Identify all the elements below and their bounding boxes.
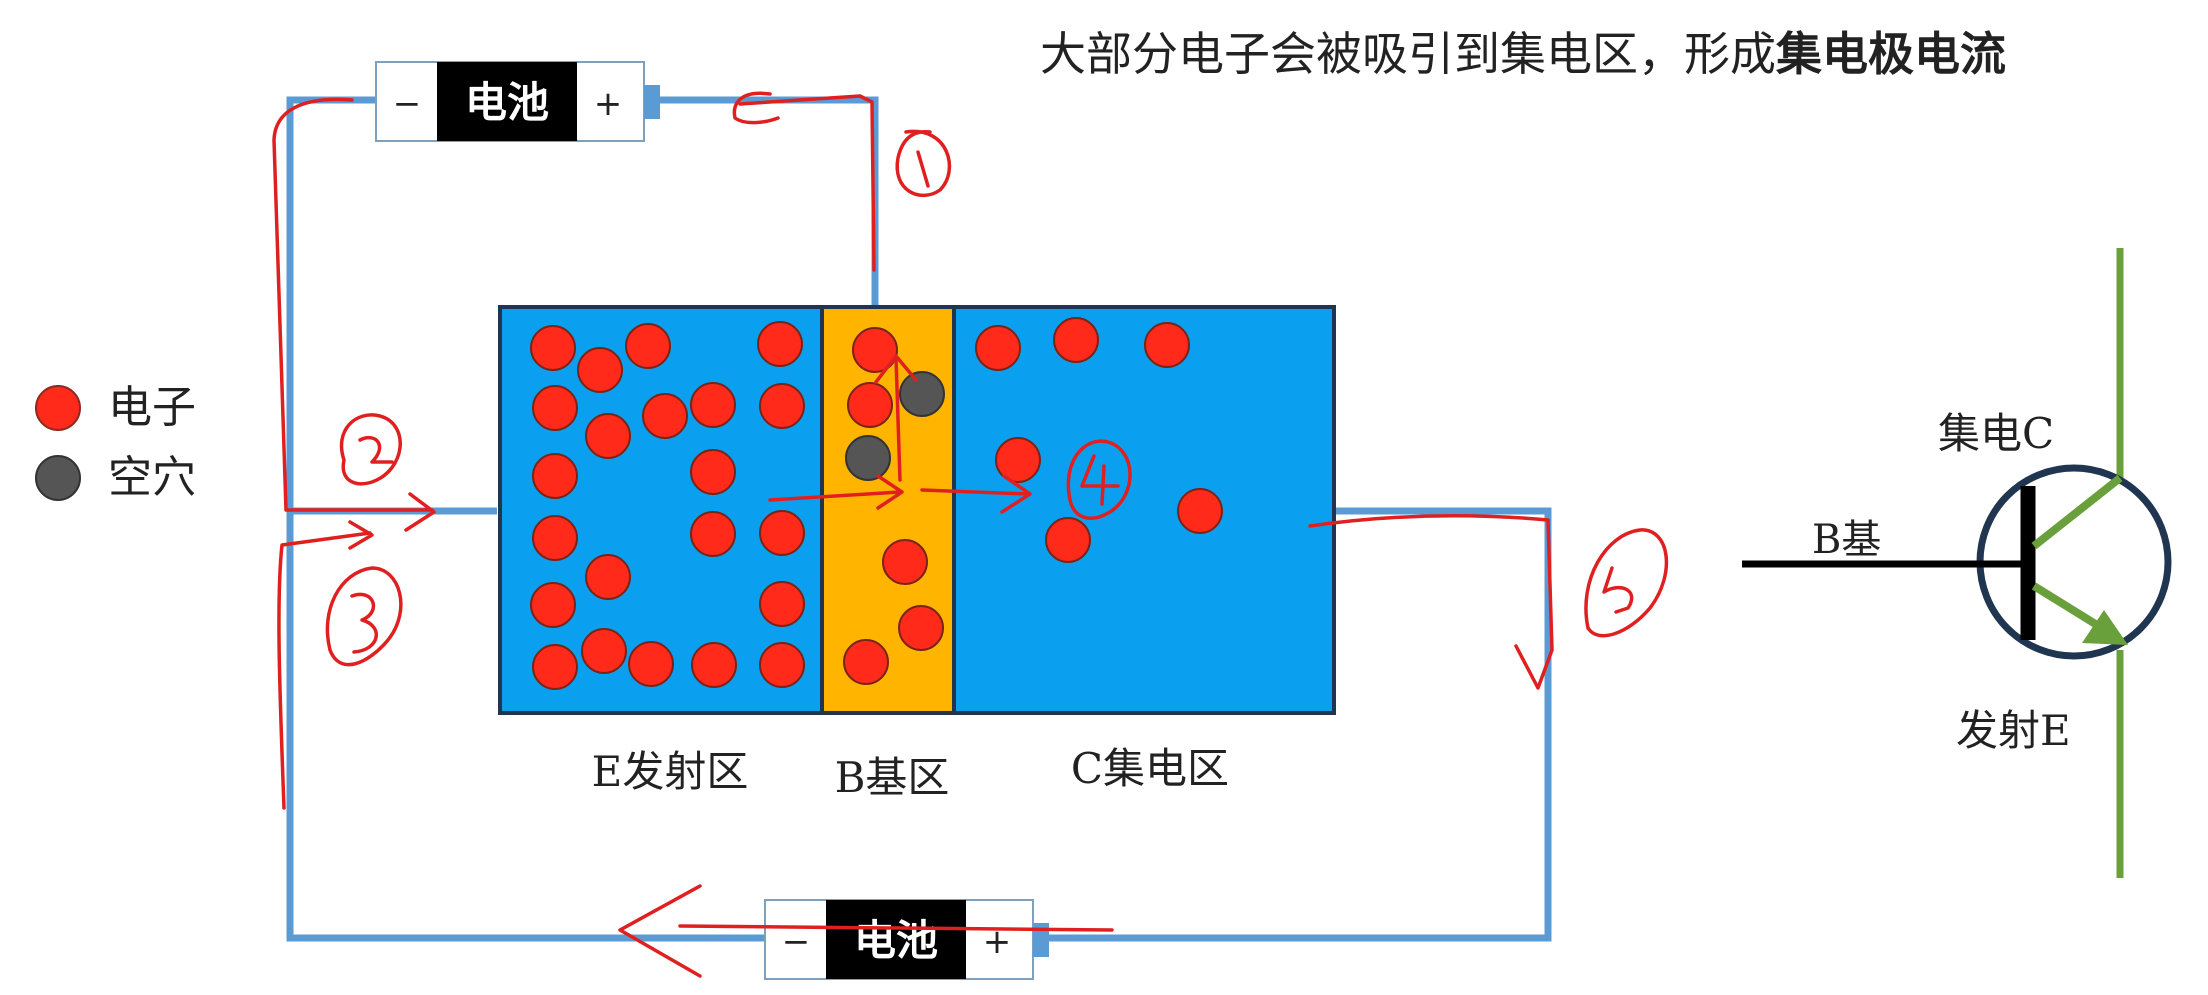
electron: [581, 628, 627, 674]
legend-electron-icon: [35, 385, 81, 431]
symbol-label-emitter: 发射E: [1956, 706, 2071, 755]
electron: [1177, 488, 1223, 534]
electron: [759, 642, 805, 688]
electron: [625, 323, 671, 369]
symbol-label-base: B基: [1812, 517, 1881, 563]
battery-top-minus: −: [393, 84, 422, 124]
electron: [995, 437, 1041, 483]
electron: [532, 385, 578, 431]
electron: [975, 325, 1021, 371]
electron: [843, 639, 889, 685]
ink-number-3: [325, 566, 403, 667]
electron: [532, 453, 578, 499]
electron: [628, 641, 674, 687]
electrons: [530, 317, 1223, 690]
ink-arrow-base: [876, 474, 904, 510]
electron: [1045, 517, 1091, 563]
ink-flow-collector: [920, 488, 1030, 496]
symbol-label-collector: 集电C: [1938, 409, 2054, 458]
electron: [757, 321, 803, 367]
battery-bottom: − 电池 +: [764, 899, 1049, 980]
electron: [532, 644, 578, 690]
region-label-collector: C集电区: [1071, 744, 1229, 793]
electron: [690, 449, 736, 495]
ink-arrow-bottom: [618, 884, 702, 978]
ink-flow-base: [768, 490, 902, 502]
electron: [577, 347, 623, 393]
transistor-symbol: 集电C B基 发射E: [1742, 248, 2172, 878]
wire-bottom-left: [286, 511, 765, 942]
collector-arm: [2031, 474, 2123, 550]
electron: [530, 325, 576, 371]
legend: 电子 空穴: [35, 382, 196, 503]
electron: [882, 539, 928, 585]
ink-bottom-current: [678, 924, 1114, 932]
caption: 大部分电子会被吸引到集电区，形成集电极电流: [1040, 18, 2006, 84]
electron: [1053, 317, 1099, 363]
legend-electron-label: 电子: [108, 382, 196, 433]
ink-number-4: [1066, 439, 1132, 520]
handwritten-annotations: [272, 91, 1669, 978]
battery-top-label: 电池: [465, 78, 549, 127]
caption-normal: 大部分电子会被吸引到集电区，形成: [1040, 27, 1776, 81]
electron: [532, 515, 578, 561]
legend-hole-label: 空穴: [108, 452, 196, 503]
battery-top: − 电池 +: [375, 61, 660, 142]
region-label-base: B基区: [835, 753, 950, 802]
electron: [1144, 322, 1190, 368]
electron: [691, 642, 737, 688]
battery-top-plus: +: [594, 84, 623, 124]
emitter-arrow-icon: [2082, 610, 2128, 645]
electron: [847, 382, 893, 428]
hole: [899, 371, 945, 417]
wire-top-left: [286, 96, 497, 515]
battery-bottom-label: 电池: [854, 916, 938, 965]
caption-bold: 集电极电流: [1776, 27, 2006, 81]
wire-top-right: [660, 96, 879, 307]
electron: [530, 582, 576, 628]
ink-arrow-collector: [1000, 474, 1032, 514]
hole: [845, 435, 891, 481]
electron: [852, 327, 898, 373]
electron: [759, 581, 805, 627]
electron: [585, 554, 631, 600]
region-label-emitter: E发射区: [592, 747, 749, 796]
ink-number-5: [1584, 528, 1669, 638]
electron: [690, 382, 736, 428]
ink-current-loop-top: [272, 97, 434, 512]
ink-arrow-top-left: [732, 91, 780, 125]
electron: [759, 510, 805, 556]
wire-bottom-right: [1048, 507, 1552, 942]
collector-region: [952, 305, 1336, 715]
electron: [759, 383, 805, 429]
ink-collector-exit: [1308, 513, 1554, 690]
ink-number-2: [339, 413, 402, 486]
electron: [898, 605, 944, 651]
holes: [845, 371, 945, 481]
ink-current-loop-bottom: [277, 531, 372, 810]
electron: [690, 511, 736, 557]
electron: [642, 393, 688, 439]
ink-arrow-left-mid: [404, 492, 436, 532]
ink-wire-right-top: [738, 94, 876, 272]
ink-arrow-bottom-left: [348, 520, 374, 550]
ink-up-arrowhead: [874, 354, 918, 384]
ink-up-arrow-base: [894, 356, 902, 482]
legend-hole-icon: [35, 455, 81, 501]
electron: [585, 413, 631, 459]
ink-number-1: [895, 129, 952, 198]
